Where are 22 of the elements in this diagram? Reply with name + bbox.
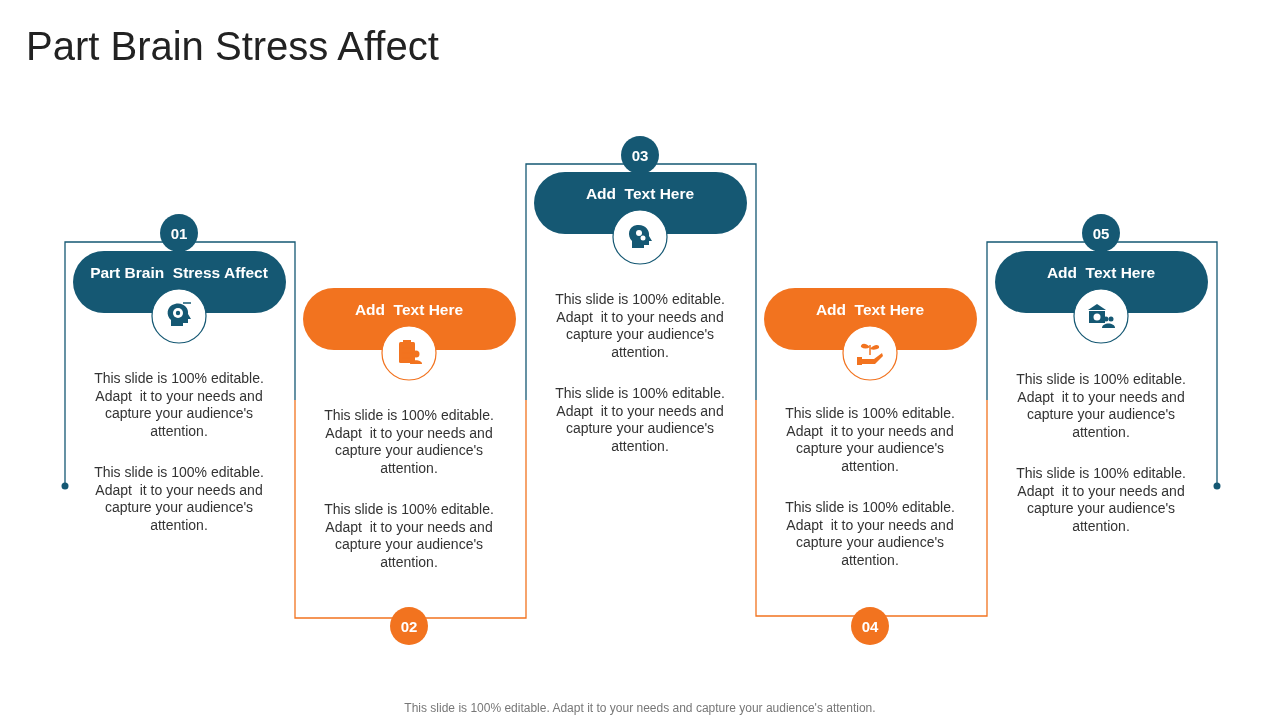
- number-badge: 03: [621, 136, 659, 174]
- body-text: This slide is 100% editable. Adapt it to your needs and capture your audience's attention.: [93, 464, 265, 535]
- heading-pill: Add Text Here: [763, 288, 977, 350]
- body-text: This slide is 100% editable. Adapt it to your needs and capture your audience's attention.: [93, 370, 265, 441]
- slide-title: Part Brain Stress Affect: [26, 24, 439, 69]
- heading-pill: Add Text Here: [302, 288, 516, 350]
- heading-pill: Part Brain Stress Affect: [72, 251, 286, 313]
- body-text: This slide is 100% editable. Adapt it to your needs and capture your audience's attention.: [1015, 465, 1187, 536]
- heading-pill: Add Text Here: [994, 251, 1208, 313]
- body-text: This slide is 100% editable. Adapt it to your needs and capture your audience's attention.: [323, 501, 495, 572]
- number-badge: 04: [851, 607, 889, 645]
- body-text: This slide is 100% editable. Adapt it to your needs and capture your audience's attention.: [784, 405, 956, 476]
- footer-note: This slide is 100% editable. Adapt it to your needs and capture your audience's attention.: [403, 701, 877, 715]
- body-text: This slide is 100% editable. Adapt it to your needs and capture your audience's attention.: [554, 291, 726, 362]
- number-badge: 05: [1082, 214, 1120, 252]
- body-text: This slide is 100% editable. Adapt it to your needs and capture your audience's attention.: [323, 407, 495, 478]
- body-text: This slide is 100% editable. Adapt it to your needs and capture your audience's attention.: [784, 499, 956, 570]
- body-text: This slide is 100% editable. Adapt it to your needs and capture your audience's attention.: [1015, 371, 1187, 442]
- number-badge: 02: [390, 607, 428, 645]
- number-badge: 01: [160, 214, 198, 252]
- body-text: This slide is 100% editable. Adapt it to your needs and capture your audience's attention.: [554, 385, 726, 456]
- heading-pill: Add Text Here: [533, 172, 747, 234]
